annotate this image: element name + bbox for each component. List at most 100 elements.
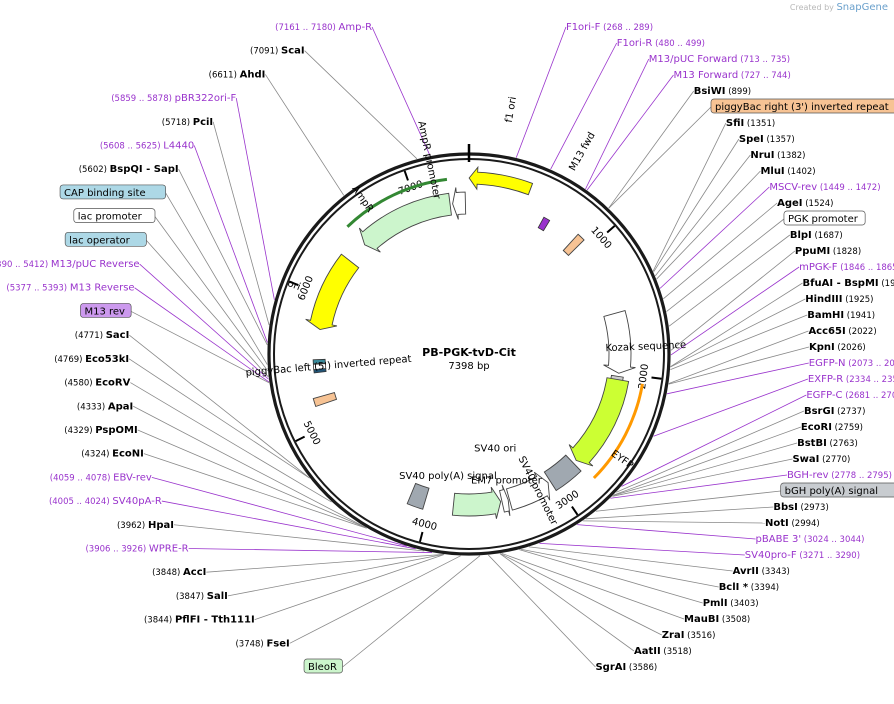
feature-m13-fwd[interactable] [537,216,551,232]
label-pos: (4333) [77,402,108,412]
label-blpi[interactable]: BlpI (1687) [790,230,843,241]
label-pos: (5377 .. 5393) [6,284,69,294]
label-cap-binding-site[interactable]: CAP binding site [59,184,167,200]
label-pmli[interactable]: PmlI (3403) [703,598,759,609]
label-mpgk-f[interactable]: mPGK-F (1846 .. 1865) [799,262,894,273]
label-m13-puc-reverse[interactable]: (5390 .. 5412) M13/pUC Reverse [0,259,140,270]
label-aatii[interactable]: AatII (3518) [634,646,692,657]
leader-line [488,554,596,668]
leader-line [133,405,366,528]
label-hpai[interactable]: (3962) HpaI [117,520,174,531]
label-ppumi[interactable]: PpuMI (1828) [795,246,861,257]
label-m13-reverse[interactable]: (5377 .. 5393) M13 Reverse [6,283,134,294]
label-scai[interactable]: (7091) ScaI [250,46,305,57]
label-saci[interactable]: (4771) SacI [75,330,130,341]
feature-lac-promoter[interactable] [312,363,327,371]
label-m13-puc-forward[interactable]: M13/pUC Forward (713 .. 735) [649,54,790,65]
label-wpre-r[interactable]: (3906 .. 3926) WPRE-R [85,543,188,554]
label-nrui[interactable]: NruI (1382) [750,150,805,161]
feature-cap-binding-site[interactable] [312,358,326,365]
label-lac-operator[interactable]: lac operator [64,231,147,247]
label-pbr322ori-f[interactable]: (5859 .. 5878) pBR322ori-F [111,93,236,104]
label-bcli[interactable]: BclI * (3394) [719,582,779,593]
label-exfp-r[interactable]: EXFP-R (2334 .. 2353) [808,374,894,385]
feature-piggybac-right-3-inverted-repeat[interactable] [562,233,585,257]
label-ecori[interactable]: EcoRI (2759) [801,422,863,433]
label-sfii[interactable]: SfiI (1351) [726,118,775,129]
label-f1ori-f[interactable]: F1ori-F (268 .. 289) [566,22,653,33]
feature-bleor[interactable] [451,486,502,519]
label-box [783,210,866,226]
feature-eyfp-track[interactable] [592,383,644,480]
label-bsrgi[interactable]: BsrGI (2737) [804,406,865,417]
feature-bgh-poly-a-signal[interactable] [543,454,582,492]
label-sali[interactable]: (3847) SalI [176,591,228,602]
label-fsei[interactable]: (3748) FseI [235,638,289,649]
feature-eyfp[interactable] [568,377,630,467]
label-name: BfuAI [803,278,834,289]
label-m13-rev[interactable]: M13 rev [80,303,132,318]
leader-line [128,358,310,479]
label-swai[interactable]: SwaI (2770) [792,454,850,465]
label-spei[interactable]: SpeI (1357) [739,134,795,145]
feature-pgk-promoter[interactable] [603,310,636,374]
label-pos: (727 .. 744) [738,71,791,81]
label-apai[interactable]: (4333) ApaI [77,401,133,412]
label-pgk-promoter[interactable]: PGK promoter [783,210,866,226]
label-hindiii[interactable]: HindIII (1925) [805,294,873,305]
label-bleor[interactable]: BleoR [303,658,343,674]
label-bsiwi[interactable]: BsiWI (899) [694,86,751,97]
label-ecorv[interactable]: (4580) EcoRV [64,378,130,389]
label-pos: (6611) [209,70,240,80]
label-mlui[interactable]: MluI (1402) [760,166,815,177]
label-sv40pro-f[interactable]: SV40pro-F (3271 .. 3290) [745,550,860,561]
label-ahdi[interactable]: (6611) AhdI [209,69,266,80]
feature-sv40-poly-a-signal[interactable] [406,482,430,510]
feature-ampr[interactable] [358,192,452,253]
scale-tick-label: 1000 [588,225,613,251]
label-mscv-rev[interactable]: MSCV-rev (1449 .. 1472) [769,182,880,193]
feature-piggybac-left-5-inverted-repeat[interactable] [312,391,338,408]
label-acci[interactable]: (3848) AccI [152,567,206,578]
label-bspqi[interactable]: (5602) BspQI - SapI [79,164,179,175]
label-noti[interactable]: NotI (2994) [765,518,820,529]
label-pspomi[interactable]: (4329) PspOMI [64,425,137,436]
label-f1ori-r[interactable]: F1ori-R (480 .. 499) [617,38,705,49]
feature-f1-ori[interactable] [468,165,534,196]
label-lac-promoter[interactable]: lac promoter [73,208,156,223]
label-egfp-n[interactable]: EGFP-N (2073 .. 2094) [809,358,894,369]
label-amp-r[interactable]: (7161 .. 7180) Amp-R [275,22,372,33]
label-pbabe-3[interactable]: pBABE 3' (3024 .. 3044) [756,534,865,545]
label-bgh-rev[interactable]: BGH-rev (2778 .. 2795) [787,470,892,481]
label-agei[interactable]: AgeI (1524) [777,198,833,209]
feature-ori[interactable] [305,253,360,331]
label-sv40pa-r[interactable]: (4005 .. 4024) SV40pA-R [49,496,162,507]
label-bstbi[interactable]: BstBI (2763) [797,438,858,449]
label-avrii[interactable]: AvrII (3343) [733,566,790,577]
label-pflfi[interactable]: (3844) PflFI - Tth111I [144,615,255,626]
label-econi[interactable]: (4324) EcoNI [81,449,144,460]
label-bfuai[interactable]: BfuAI - BspMI (1923) [803,278,894,289]
label-bamhi[interactable]: BamHI (1941) [807,310,875,321]
label-acc65i[interactable]: Acc65I (2022) [808,326,876,337]
label-name: SV40pro-F [745,550,797,561]
feature-em7-promoter[interactable] [499,484,511,517]
label-zrai[interactable]: ZraI (3516) [662,630,716,641]
label-piggybac-right-3-inverted-repeat[interactable]: piggyBac right (3') inverted repeat [710,98,894,114]
label-bbsi[interactable]: BbsI (2973) [773,502,828,513]
label-egfp-c[interactable]: EGFP-C (2681 .. 2702) [806,390,894,401]
feature-ampr-promoter[interactable] [452,187,467,220]
feature-ampr-track[interactable] [346,177,448,228]
label-l4440[interactable]: (5608 .. 5625) L4440 [100,141,194,152]
label-bgh-poly-a-signal[interactable]: bGH poly(A) signal [780,482,894,498]
label-pcii[interactable]: (5718) PciI [162,117,213,128]
label-pos: (5390 .. 5412) [0,260,51,270]
label-maubi[interactable]: MauBI (3508) [684,614,750,625]
feature-sv40-promoter[interactable] [505,471,551,511]
label-m13-forward[interactable]: M13 Forward (727 .. 744) [673,70,790,81]
label-sgrai[interactable]: SgrAI (3586) [595,662,657,673]
label-ebv-rev[interactable]: (4059 .. 4078) EBV-rev [50,472,152,483]
label-name: NruI [750,150,774,161]
label-eco53ki[interactable]: (4769) Eco53kI [54,354,129,365]
label-kpni[interactable]: KpnI (2026) [809,342,866,353]
